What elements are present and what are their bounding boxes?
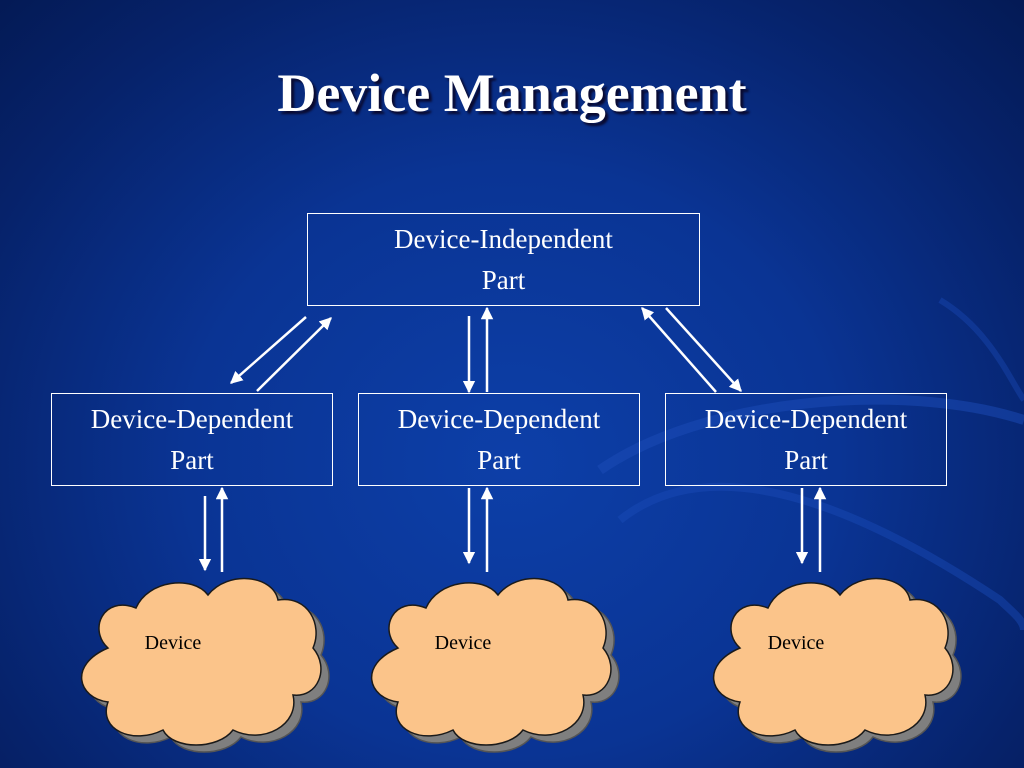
cloud-middle [370, 577, 620, 753]
device-label-left: Device [144, 632, 202, 654]
device-label-right: Device [767, 632, 825, 654]
box-label-line1: Device-Independent [394, 223, 613, 254]
box-label-line2: Part [170, 444, 214, 475]
arrow-down-to-left-part [230, 316, 307, 384]
box-label-line1: Device-Dependent [397, 403, 601, 434]
device-label-middle: Device [434, 632, 492, 654]
arrow-down-to-right-part [665, 307, 742, 392]
arrow-up-from-right-part [641, 307, 717, 393]
box-label-line2: Part [477, 444, 521, 475]
device-dependent-part-box-right: Device-Dependent Part [665, 393, 947, 486]
box-label-line1: Device-Dependent [90, 403, 294, 434]
cloud-left [80, 577, 330, 753]
device-dependent-part-box-middle: Device-Dependent Part [358, 393, 640, 486]
box-label-line1: Device-Dependent [704, 403, 908, 434]
cloud-right [712, 577, 962, 753]
device-dependent-part-box-left: Device-Dependent Part [51, 393, 333, 486]
box-label-line2: Part [784, 444, 828, 475]
arrow-up-from-left-part [256, 317, 332, 392]
slide-title: Device Management [277, 63, 747, 123]
box-label-line2: Part [481, 264, 526, 295]
device-independent-part-box: Device-Independent Part [307, 213, 700, 306]
